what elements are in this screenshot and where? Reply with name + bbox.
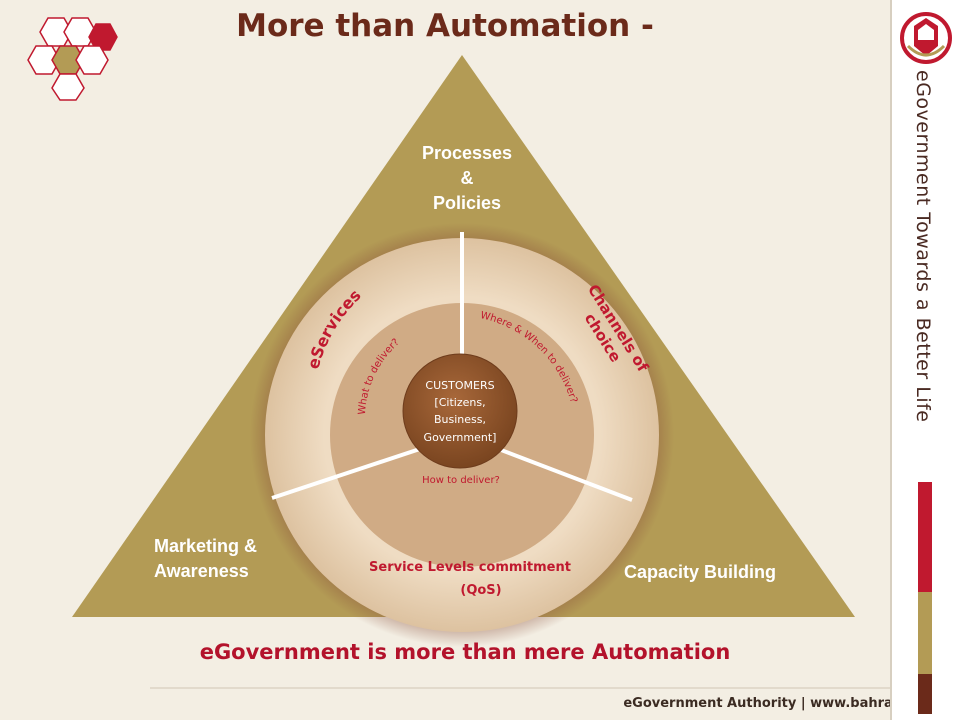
marketing-awareness-label: Marketing & Awareness	[154, 536, 257, 581]
caption: eGovernment is more than mere Automation	[199, 640, 731, 664]
svg-text:Processes: Processes	[422, 143, 512, 163]
processes-policies-label: Processes & Policies	[422, 143, 512, 213]
customers-core	[402, 353, 518, 469]
footer-credit: eGovernment Authority | www.bahrain.bh	[623, 696, 930, 711]
svg-text:CUSTOMERS: CUSTOMERS	[425, 379, 494, 392]
side-bar-brown	[918, 674, 932, 714]
logo-hexagons	[27, 17, 118, 101]
svg-text:Business,: Business,	[434, 413, 486, 426]
page-title: More than Automation -	[236, 8, 654, 44]
svg-text:Marketing &: Marketing &	[154, 536, 257, 556]
emblem-icon	[900, 12, 952, 64]
svg-text:Government]: Government]	[424, 431, 497, 444]
svg-text:[Citizens,: [Citizens,	[434, 396, 485, 409]
qos-label: (QoS)	[460, 583, 501, 598]
capacity-building-label: Capacity Building	[624, 562, 776, 582]
side-bar-red	[918, 482, 932, 592]
service-levels-label: Service Levels commitment	[369, 560, 571, 575]
customers-text: CUSTOMERS [Citizens, Business, Governmen…	[424, 379, 497, 444]
side-strip	[890, 0, 960, 720]
side-bar-gold	[918, 592, 932, 674]
svg-text:Awareness: Awareness	[154, 561, 249, 581]
how-to-deliver-label: How to deliver?	[422, 475, 500, 486]
side-tagline: eGovernment Towards a Better Life	[912, 70, 934, 423]
svg-text:Policies: Policies	[433, 193, 501, 213]
svg-text:&: &	[461, 168, 474, 188]
